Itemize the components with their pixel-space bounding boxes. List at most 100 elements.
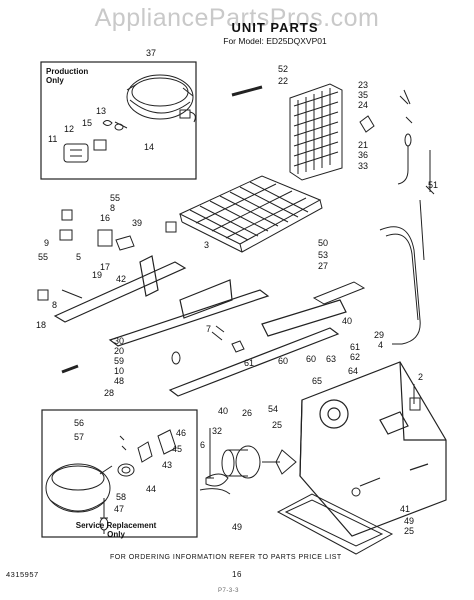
production-only-box (40, 61, 197, 180)
callout-number: 3 (204, 240, 210, 250)
callout-number: 37 (146, 48, 157, 58)
callout-number: 53 (318, 250, 329, 260)
service-label-line1: Service Replacement (75, 521, 157, 530)
callout-number: 61 (350, 342, 361, 352)
callout-number: 57 (74, 432, 85, 442)
callout-number: 39 (132, 218, 143, 228)
condenser-coil (289, 83, 343, 181)
callout-number: 6 (200, 440, 206, 450)
callout-number: 35 (358, 90, 369, 100)
callout-number: 44 (146, 484, 157, 494)
service-replacement-box (41, 409, 198, 538)
callout-number: 48 (114, 376, 125, 386)
callout-number: 9 (44, 238, 50, 248)
production-label-line1: Production (46, 67, 89, 76)
grommet (359, 115, 375, 133)
page-number: 16 (232, 570, 242, 579)
callout-number: 17 (100, 262, 111, 272)
callout-number: 18 (36, 320, 47, 330)
callout-number: 41 (400, 504, 411, 514)
callout-number: 62 (350, 352, 361, 362)
callout-number: 47 (114, 504, 125, 514)
drier-tube (397, 146, 409, 185)
clip-left (59, 229, 73, 241)
callout-number: 16 (100, 213, 111, 223)
small-code: P7-3-3 (218, 588, 240, 594)
frame-rails (53, 255, 347, 397)
callout-number: 15 (82, 118, 93, 128)
callout-number: 43 (162, 460, 173, 470)
drain-pan (276, 493, 394, 555)
ordering-note: FOR ORDERING INFORMATION REFER TO PARTS … (110, 554, 342, 561)
callout-number: 49 (232, 522, 243, 532)
callout-number: 10 (114, 366, 125, 376)
callout-number: 40 (342, 316, 353, 326)
suction-tube (379, 226, 421, 345)
callout-number: 55 (110, 193, 121, 203)
callout-number: 28 (104, 388, 115, 398)
callout-number: 45 (172, 444, 183, 454)
callout-number: 25 (272, 420, 283, 430)
callout-number: 58 (116, 492, 127, 502)
evaporator-coil (178, 175, 323, 253)
callout-number: 27 (318, 261, 329, 271)
callout-number: 36 (358, 150, 369, 160)
service-label-line2: Only (107, 530, 125, 539)
callout-number: 50 (318, 238, 329, 248)
callout-number: 25 (404, 526, 415, 536)
callout-number: 46 (176, 428, 187, 438)
tube-clamp (312, 281, 366, 305)
compressor-production (126, 74, 196, 123)
callout-number: 20 (114, 346, 125, 356)
callout-number: 54 (268, 404, 279, 414)
service-only-label: Service Replacement Only (66, 521, 166, 539)
callout-number: 21 (358, 140, 369, 150)
capillary-tube (231, 85, 263, 97)
production-only-label: Production Only (46, 67, 88, 85)
callout-number: 61 (244, 358, 255, 368)
fan-motor (199, 445, 297, 495)
document-number: 4315957 (6, 570, 39, 579)
callout-number: 42 (116, 274, 127, 284)
callout-number: 26 (242, 408, 253, 418)
callout-number: 19 (92, 270, 103, 280)
callout-number: 56 (74, 418, 85, 428)
callout-number: 29 (374, 330, 385, 340)
callout-number: 2 (418, 372, 424, 382)
callout-number: 4 (378, 340, 384, 350)
callout-number: 51 (428, 180, 439, 190)
callout-number: 33 (358, 161, 369, 171)
callout-number: 55 (38, 252, 49, 262)
callout-number: 65 (312, 376, 323, 386)
callout-number: 8 (110, 203, 116, 213)
callout-number: 49 (404, 516, 415, 526)
watermark: AppliancePartsPros.com (94, 4, 380, 32)
callout-number: 60 (306, 354, 317, 364)
clip (399, 89, 411, 105)
model-subtitle: For Model: ED25DQXVP01 (223, 36, 327, 46)
page-title: UNIT PARTS (231, 20, 319, 35)
callout-number: 60 (278, 356, 289, 366)
callout-number: 24 (358, 100, 369, 110)
callout-number: 32 (212, 426, 223, 436)
heater-wire (425, 150, 435, 195)
callout-number: 8 (52, 300, 58, 310)
callout-number: 52 (278, 64, 289, 74)
callout-number: 63 (326, 354, 337, 364)
base-plate (299, 361, 447, 537)
callout-number: 64 (348, 366, 359, 376)
callout-number: 11 (48, 134, 58, 144)
overload-relay-parts (63, 120, 128, 163)
callout-number: 13 (96, 106, 107, 116)
callout-number: 7 (206, 324, 212, 334)
callout-number: 14 (144, 142, 155, 152)
callout-number: 12 (64, 124, 75, 134)
callout-number: 59 (114, 356, 125, 366)
service-small-parts (117, 429, 177, 477)
callout-number: 30 (114, 336, 125, 346)
callout-number: 40 (218, 406, 229, 416)
callout-number: 5 (76, 252, 82, 262)
compressor-service (45, 463, 113, 534)
